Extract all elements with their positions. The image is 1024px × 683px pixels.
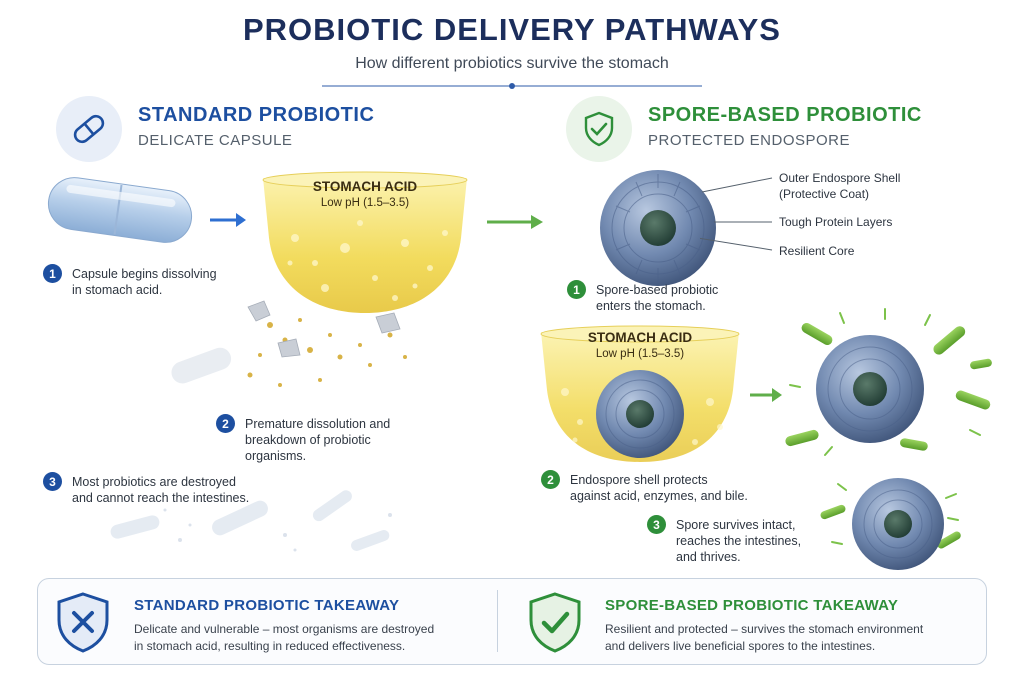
standard-subtitle: DELICATE CAPSULE xyxy=(138,132,293,149)
callout-core: Resilient Core xyxy=(779,244,855,258)
step-2-badge: 2 xyxy=(541,470,560,489)
spore-subtitle: PROTECTED ENDOSPORE xyxy=(648,132,851,149)
spore-step-3: Spore survives intact,reaches the intest… xyxy=(676,518,802,564)
callout-protein-layers: Tough Protein Layers xyxy=(779,215,893,229)
spore-takeaway-title: SPORE-BASED PROBIOTIC TAKEAWAY xyxy=(605,597,899,614)
capsule-icon xyxy=(73,114,105,144)
stomach-acid-cup xyxy=(262,171,468,313)
callout-outer-shell: Outer Endospore Shell(Protective Coat) xyxy=(779,171,901,201)
step-1-badge: 1 xyxy=(567,280,586,299)
shield-check-icon xyxy=(584,111,614,147)
capsule-icon-badge xyxy=(56,96,122,162)
standard-takeaway-text: Delicate and vulnerable – most organisms… xyxy=(134,622,435,653)
arrow-right-icon xyxy=(487,215,543,229)
capsule-debris xyxy=(171,300,407,387)
callout-lines xyxy=(700,177,773,251)
arrow-right-icon xyxy=(750,388,782,402)
shield-icon-badge xyxy=(566,96,632,162)
stomach-acid-cup xyxy=(540,325,740,462)
step-1-badge: 1 xyxy=(43,264,62,283)
acid-label: STOMACH ACID xyxy=(312,179,418,194)
acid-ph-label: Low pH (1.5–3.5) xyxy=(595,348,685,360)
standard-takeaway-title: STANDARD PROBIOTIC TAKEAWAY xyxy=(134,597,400,614)
step-3-badge: 3 xyxy=(43,472,62,491)
page-title: PROBIOTIC DELIVERY PATHWAYS xyxy=(242,12,781,47)
arrow-right-icon xyxy=(210,213,246,227)
intestine-spore xyxy=(820,478,961,570)
step-3-badge: 3 xyxy=(647,515,666,534)
standard-title: STANDARD PROBIOTIC xyxy=(138,104,375,126)
destroyed-bacteria xyxy=(110,490,392,552)
title-divider xyxy=(322,83,702,89)
step-2-badge: 2 xyxy=(216,414,235,433)
page-subtitle: How different probiotics survive the sto… xyxy=(355,55,669,72)
shield-x-icon xyxy=(57,592,109,653)
acid-ph-label: Low pH (1.5–3.5) xyxy=(320,197,410,209)
shield-check-icon xyxy=(529,592,581,653)
spore-title: SPORE-BASED PROBIOTIC xyxy=(648,104,922,126)
capsule-illustration xyxy=(47,177,193,243)
takeaway-panel xyxy=(37,578,987,665)
acid-label: STOMACH ACID xyxy=(587,330,693,345)
thriving-spore xyxy=(785,308,992,456)
takeaway-divider xyxy=(497,590,498,652)
endospore-illustration xyxy=(600,170,716,286)
spore-takeaway-text: Resilient and protected – survives the s… xyxy=(605,622,924,653)
